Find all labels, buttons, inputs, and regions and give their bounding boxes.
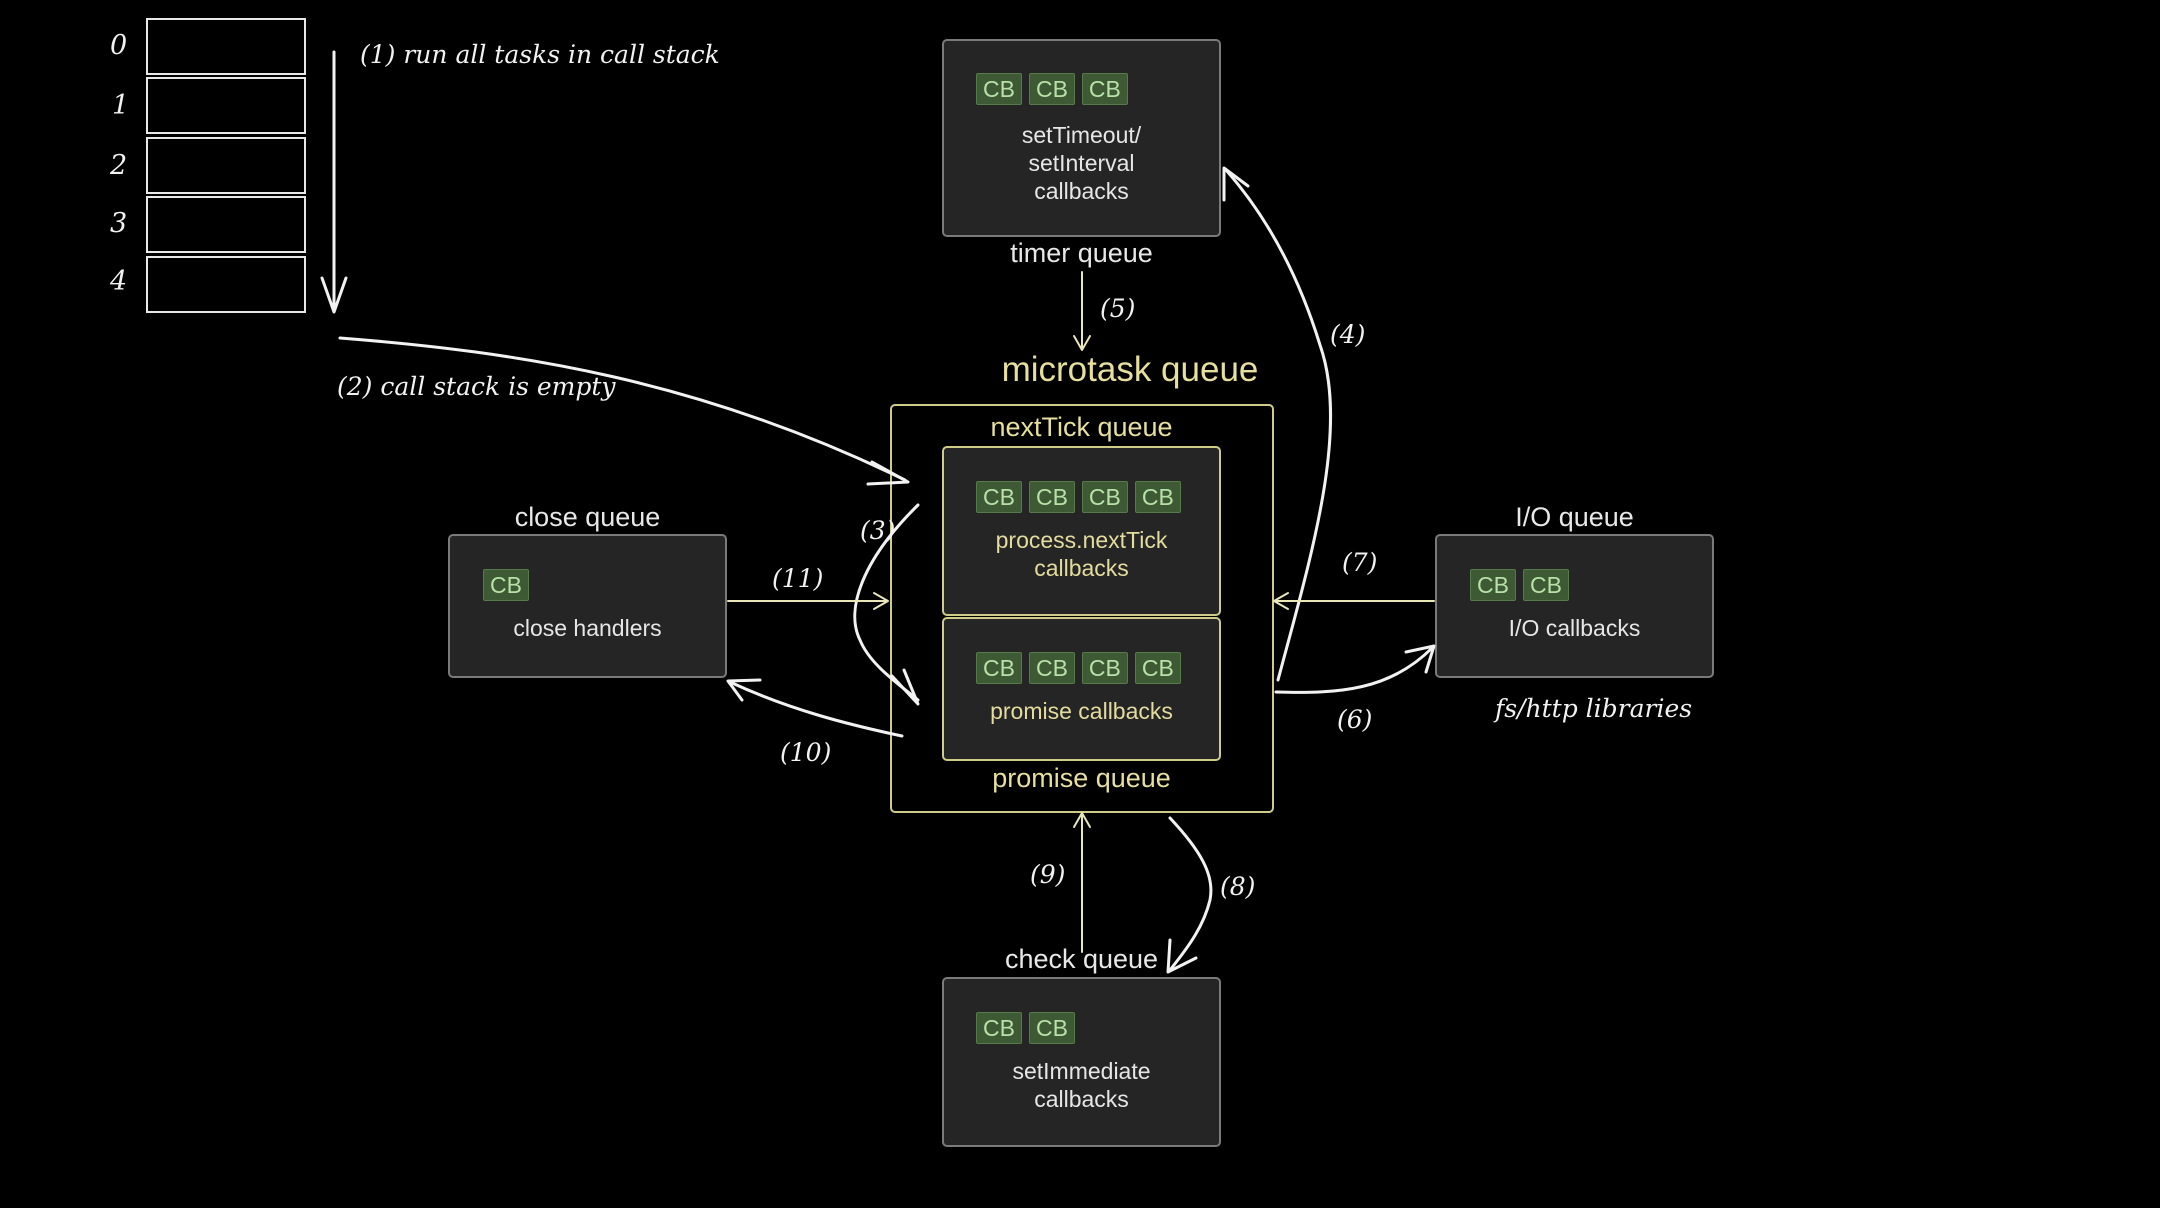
cb-chip: CB [483,569,529,601]
close-queue-description: close handlers [450,614,725,642]
cb-chip: CB [976,1012,1022,1044]
arrowhead-stack-empty [866,460,910,486]
step-3-label: (3) [860,516,896,545]
timer-desc-line: setInterval [1028,150,1135,176]
arrowhead-run-tasks [320,276,348,314]
step-8-label: (8) [1220,872,1256,901]
stack-slot-3 [146,196,306,253]
cb-chip: CB [1028,481,1075,513]
cb-chip: CB [1522,569,1569,601]
io-queue-description: I/O callbacks [1437,614,1712,642]
cb-chip: CB [1028,1012,1075,1044]
close-queue-label: close queue [514,502,661,532]
arrowhead-step-5 [1073,335,1091,351]
io-libraries-note: fs/http libraries [1495,694,1693,723]
arrow-step-6 [1274,646,1434,694]
check-queue-box: CB CB setImmediate callbacks [942,977,1221,1147]
stack-index-2: 2 [110,150,128,181]
stack-index-0: 0 [110,30,128,61]
note-call-stack-empty: (2) call stack is empty [337,372,616,401]
arrow-step-10 [728,680,904,738]
step-11-label: (11) [772,564,824,593]
stack-slot-1 [146,77,306,134]
cb-chip: CB [1081,652,1128,684]
arrowhead-step-10 [726,678,762,702]
arrowhead-step-9 [1073,812,1091,828]
promise-desc-line: promise callbacks [990,698,1173,724]
step-5-label: (5) [1100,294,1136,323]
cb-chip: CB [1028,652,1075,684]
timer-queue-description: setTimeout/ setInterval callbacks [944,121,1219,205]
step-6-label: (6) [1337,705,1373,734]
nexttick-desc-line: process.nextTick [995,527,1168,553]
nexttick-queue-label: nextTick queue [990,412,1173,442]
cb-chip: CB [1028,73,1075,105]
stack-slot-0 [146,18,306,75]
cb-chip: CB [1081,73,1128,105]
step-4-label: (4) [1330,320,1366,349]
step-10-label: (10) [780,738,832,767]
timer-desc-line: callbacks [1034,178,1129,204]
timer-queue-label: timer queue [1010,238,1153,268]
cb-chip: CB [1134,481,1181,513]
nexttick-desc-line: callbacks [1034,555,1129,581]
arrowhead-step-4 [1222,166,1250,202]
cb-chip: CB [1134,652,1181,684]
check-cb-row: CB CB [976,1012,1075,1044]
stack-slot-4 [146,256,306,313]
arrowhead-step-7 [1273,592,1289,610]
timer-queue-box: CB CB CB setTimeout/ setInterval callbac… [942,39,1221,237]
promise-queue-description: promise callbacks [944,697,1219,725]
nexttick-queue-description: process.nextTick callbacks [944,526,1219,582]
cb-chip: CB [976,481,1022,513]
cb-chip: CB [976,652,1022,684]
io-queue-box: CB CB I/O callbacks [1435,534,1714,678]
arrow-step-8 [1168,816,1213,972]
arrowhead-step-8 [1166,938,1198,974]
close-cb-row: CB [483,569,529,601]
stack-slot-2 [146,137,306,194]
step-9-label: (9) [1030,860,1066,889]
note-run-tasks: (1) run all tasks in call stack [360,40,720,69]
stack-index-4: 4 [110,266,128,297]
promise-cb-row: CB CB CB CB [976,652,1181,684]
arrow-step-4 [1224,168,1333,682]
timer-cb-row: CB CB CB [976,73,1128,105]
promise-queue-box: CB CB CB CB promise callbacks [942,617,1221,761]
arrowhead-step-11 [873,592,889,610]
close-queue-box: CB close handlers [448,534,727,678]
timer-desc-line: setTimeout/ [1021,122,1142,148]
stack-index-1: 1 [112,90,130,121]
microtask-queue-title: microtask queue [1001,350,1259,389]
nexttick-queue-box: CB CB CB CB process.nextTick callbacks [942,446,1221,616]
arrowhead-step-3 [890,668,920,706]
cb-chip: CB [1081,481,1128,513]
close-desc-line: close handlers [513,615,662,641]
stack-index-3: 3 [110,208,128,239]
check-desc-line: callbacks [1034,1086,1129,1112]
cb-chip: CB [1470,569,1516,601]
io-cb-row: CB CB [1470,569,1569,601]
step-7-label: (7) [1342,548,1378,577]
promise-queue-label: promise queue [992,763,1171,793]
arrow-stack-empty [338,336,907,482]
arrowhead-step-6 [1404,644,1436,674]
check-desc-line: setImmediate [1012,1058,1151,1084]
io-queue-label: I/O queue [1515,502,1634,532]
nexttick-cb-row: CB CB CB CB [976,481,1181,513]
cb-chip: CB [976,73,1022,105]
check-queue-description: setImmediate callbacks [944,1057,1219,1113]
io-desc-line: I/O callbacks [1508,615,1641,641]
